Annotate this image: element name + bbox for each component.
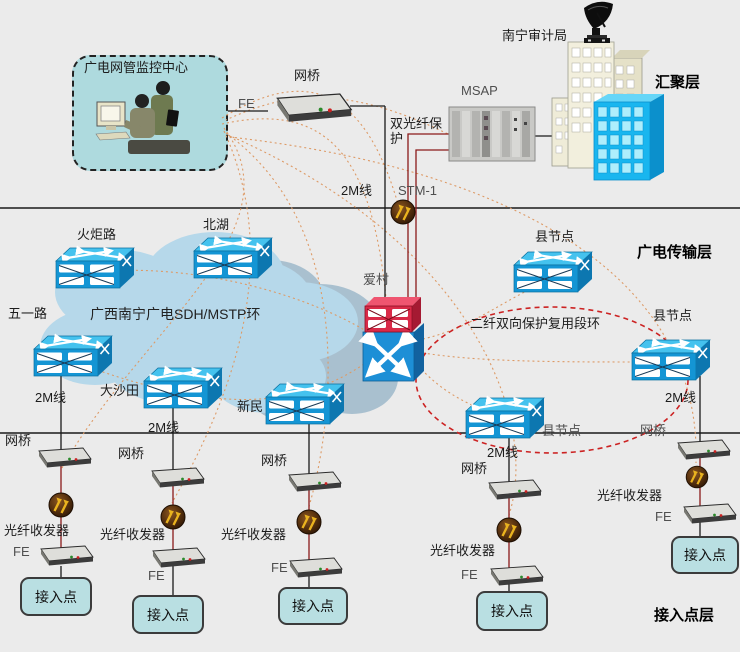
bridge-chain5-upper[interactable]: [677, 439, 731, 460]
chain1-transceiver-label: 光纤收发器: [4, 523, 70, 538]
2m-line-label-top: 2M线: [341, 183, 373, 198]
fe-label-top: FE: [238, 96, 255, 111]
dual-fiber-protection-label: 双光纤保护: [390, 116, 443, 146]
bridge-label-right: 网桥: [640, 423, 667, 438]
transceiver-stm1[interactable]: [389, 198, 417, 226]
switch-county-right[interactable]: [632, 340, 710, 380]
chain3-bridge-label: 网桥: [261, 453, 288, 468]
switch-county-top[interactable]: [514, 252, 592, 292]
chain4-fe-label: FE: [461, 567, 478, 582]
bridge-chain4-lower[interactable]: [490, 565, 544, 586]
chain5-fe-label: FE: [655, 509, 672, 524]
bridge-noc[interactable]: [276, 93, 352, 123]
chain3-transceiver-label: 光纤收发器: [221, 527, 287, 542]
node-label-dashatian: 大沙田: [100, 383, 140, 398]
transceiver-chain2[interactable]: [159, 503, 187, 531]
switch-county-bottom[interactable]: [466, 398, 544, 438]
bridge-chain2-lower[interactable]: [152, 547, 206, 568]
bridge-label-top: 网桥: [294, 68, 321, 83]
chain2-fe-label: FE: [148, 568, 165, 583]
switch-dashatian[interactable]: [144, 368, 222, 408]
bridge-chain5-lower[interactable]: [683, 503, 737, 524]
noc-operators-illustration: [95, 81, 190, 154]
node-label-county-top: 县节点: [535, 229, 575, 244]
chain4-access-point[interactable]: 接入点: [476, 591, 548, 631]
node-label-county-bottom: 县节点: [542, 423, 582, 438]
chain2-bridge-label: 网桥: [118, 446, 145, 461]
node-label-beihu: 北湖: [203, 217, 230, 232]
layer-label-access: 接入点层: [654, 607, 715, 624]
chain3-access-point[interactable]: 接入点: [278, 587, 348, 625]
node-label-aicun: 爱村: [363, 272, 390, 287]
chain3-fe-label: FE: [271, 560, 288, 575]
node-label-xinmin: 新民: [237, 399, 264, 414]
switch-wuyilu[interactable]: [34, 336, 112, 376]
node-label-huojulu: 火炬路: [77, 227, 117, 242]
chain4-2m-label: 2M线: [487, 445, 519, 460]
chain4-bridge-label: 网桥: [461, 461, 488, 476]
switch-huojulu[interactable]: [56, 248, 134, 288]
audit-bureau-label: 南宁审计局: [502, 28, 568, 43]
node-label-county-right: 县节点: [653, 308, 693, 323]
layer-label-aggregation: 汇聚层: [655, 74, 701, 91]
msap-rack[interactable]: [448, 106, 536, 162]
satellite-dish-icon: [584, 1, 613, 43]
bridge-chain3-upper[interactable]: [288, 471, 342, 492]
layer-label-transmission: 广电传输层: [637, 244, 713, 261]
stm1-label: STM-1: [398, 183, 437, 198]
chain1-fe-label: FE: [13, 544, 30, 559]
bridge-chain3-lower[interactable]: [289, 557, 343, 578]
chain1-2m-label: 2M线: [35, 390, 67, 405]
bridge-chain1-lower[interactable]: [40, 545, 94, 566]
chain5-transceiver-label: 光纤收发器: [597, 488, 663, 503]
protection-ring-label: 二纤双向保护复用段环: [470, 316, 601, 331]
chain1-access-point[interactable]: 接入点: [20, 577, 92, 616]
audit-bureau-buildings: [551, 41, 664, 181]
node-label-wuyilu: 五一路: [8, 306, 48, 321]
transceiver-chain4[interactable]: [495, 516, 523, 544]
cloud-label: 广西南宁广电SDH/MSTP环: [90, 306, 261, 322]
ethernet-links: [60, 105, 701, 596]
bridge-chain2-upper[interactable]: [151, 467, 205, 488]
chain4-transceiver-label: 光纤收发器: [430, 543, 496, 558]
node-aicun-adm[interactable]: [358, 297, 424, 382]
switch-xinmin[interactable]: [266, 384, 344, 424]
transceiver-chain5[interactable]: [685, 465, 709, 489]
layer-divider-lines: [0, 207, 740, 434]
chain5-access-point[interactable]: 接入点: [671, 536, 739, 574]
transceiver-chain3[interactable]: [295, 508, 323, 536]
transceiver-chain1[interactable]: [47, 491, 75, 519]
switch-beihu[interactable]: [194, 238, 272, 278]
noc-label: 广电网管监控中心: [84, 60, 189, 75]
2m-line-label-right: 2M线: [665, 390, 697, 405]
bridge-chain1-upper[interactable]: [38, 447, 92, 468]
bridge-chain4-upper[interactable]: [488, 479, 542, 500]
msap-label: MSAP: [461, 83, 498, 98]
chain2-2m-label: 2M线: [148, 420, 180, 435]
chain2-access-point[interactable]: 接入点: [132, 595, 204, 634]
chain2-transceiver-label: 光纤收发器: [100, 527, 166, 542]
chain1-bridge-label: 网桥: [5, 433, 32, 448]
